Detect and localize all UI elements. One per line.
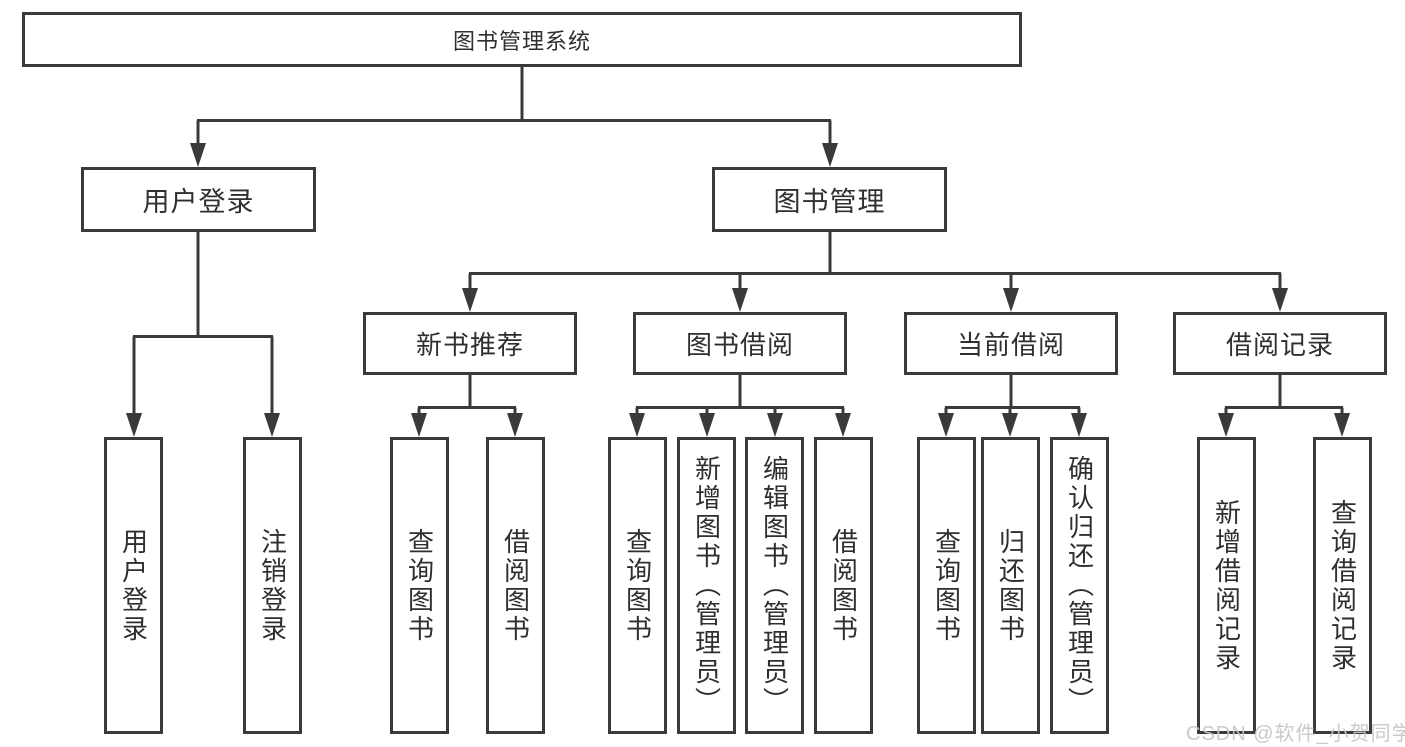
node-label: 新增借阅记录 — [1211, 498, 1242, 673]
leaf-query-books-recommend: 查询图书 — [390, 437, 449, 734]
node-label: 图书管理系统 — [452, 28, 591, 54]
arrow-down-icon — [629, 413, 645, 437]
node-label: 新增图书（管理员） — [691, 455, 722, 716]
node-book-management: 图书管理 — [712, 167, 947, 232]
node-label: 编辑图书（管理员） — [759, 455, 790, 716]
arrow-down-icon — [699, 413, 715, 437]
leaf-query-books-borrow: 查询图书 — [608, 437, 667, 734]
connector-user-login-to-leaves — [132, 232, 274, 418]
node-label: 查询图书 — [931, 527, 962, 644]
leaf-user-login: 用户登录 — [104, 437, 163, 734]
watermark: CSDN @软件_小贺同学 — [1186, 723, 1405, 745]
node-label: 确认归还（管理员） — [1064, 455, 1095, 716]
node-label: 用户登录 — [118, 527, 149, 644]
node-label: 注销登录 — [257, 527, 288, 644]
arrow-down-icon — [1071, 413, 1087, 437]
arrow-down-icon — [1002, 413, 1018, 437]
arrow-down-icon — [126, 413, 142, 437]
connector-records-to-leaves — [1224, 375, 1344, 418]
arrow-down-icon — [835, 413, 851, 437]
connector-borrow-to-leaves — [635, 375, 845, 418]
node-label: 查询图书 — [404, 527, 435, 644]
arrow-down-icon — [1334, 413, 1350, 437]
leaf-borrow-books-borrow: 借阅图书 — [814, 437, 873, 734]
node-label: 借阅图书 — [500, 527, 531, 644]
leaf-borrow-books-recommend: 借阅图书 — [486, 437, 545, 734]
node-book-borrowing: 图书借阅 — [633, 312, 847, 375]
leaf-return-books: 归还图书 — [981, 437, 1040, 734]
arrow-down-icon — [767, 413, 783, 437]
arrow-down-icon — [938, 413, 954, 437]
node-user-login: 用户登录 — [81, 167, 316, 232]
node-label: 图书管理 — [773, 187, 886, 217]
node-label: 借阅记录 — [1225, 330, 1334, 360]
node-label: 借阅图书 — [828, 527, 859, 644]
leaf-edit-books-admin: 编辑图书（管理员） — [745, 437, 804, 734]
leaf-add-borrow-record: 新增借阅记录 — [1197, 437, 1256, 734]
node-label: 查询图书 — [622, 527, 653, 644]
arrow-down-icon — [411, 413, 427, 437]
node-label: 当前借阅 — [956, 330, 1065, 360]
arrow-down-icon — [264, 413, 280, 437]
connector-root-to-level2 — [196, 67, 832, 150]
arrow-down-icon — [462, 288, 478, 312]
node-label: 查询借阅记录 — [1327, 498, 1358, 673]
arrow-down-icon — [1272, 288, 1288, 312]
arrow-down-icon — [190, 143, 206, 167]
node-label: 新书推荐 — [415, 330, 524, 360]
node-new-book-recommend: 新书推荐 — [363, 312, 577, 375]
arrow-down-icon — [732, 288, 748, 312]
node-library-system: 图书管理系统 — [22, 12, 1022, 67]
node-label: 归还图书 — [995, 527, 1026, 644]
arrow-down-icon — [507, 413, 523, 437]
node-borrowing-records: 借阅记录 — [1173, 312, 1387, 375]
arrow-down-icon — [822, 143, 838, 167]
leaf-query-borrow-record: 查询借阅记录 — [1313, 437, 1372, 734]
connector-current-to-leaves — [944, 375, 1081, 418]
arrow-down-icon — [1003, 288, 1019, 312]
arrow-down-icon — [1218, 413, 1234, 437]
leaf-query-books-current: 查询图书 — [917, 437, 976, 734]
node-label: 图书借阅 — [685, 330, 794, 360]
leaf-logout: 注销登录 — [243, 437, 302, 734]
node-label: 用户登录 — [142, 187, 255, 217]
connector-recommend-to-leaves — [417, 375, 517, 418]
node-current-borrowing: 当前借阅 — [904, 312, 1118, 375]
leaf-confirm-return-admin: 确认归还（管理员） — [1050, 437, 1109, 734]
leaf-add-books-admin: 新增图书（管理员） — [677, 437, 736, 734]
connector-book-mgmt-to-level3 — [468, 232, 1282, 293]
